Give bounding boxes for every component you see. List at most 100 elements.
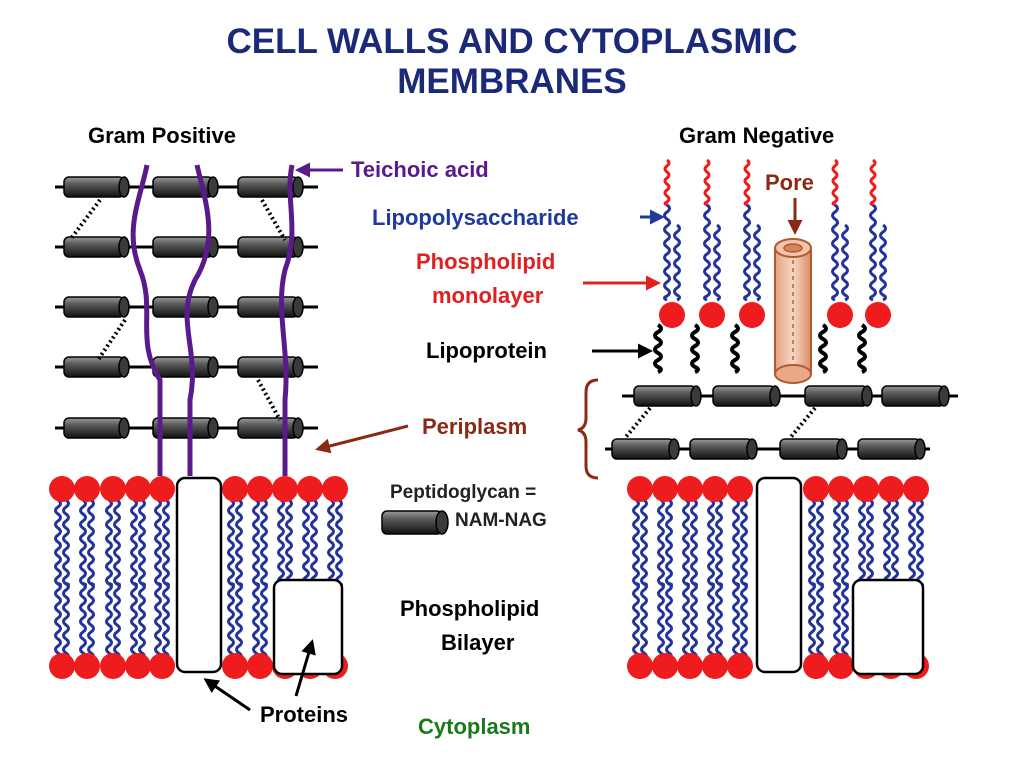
peptidoglycan-unit-end [207, 417, 219, 439]
peptidoglycan-unit-end [292, 236, 304, 258]
peptide-crosslink [788, 406, 817, 440]
peptidoglycan-unit-end [938, 385, 950, 407]
lipid-tail [227, 581, 235, 664]
peptidoglycan-legend-unit [381, 510, 449, 535]
gram-negative-peptidoglycan [605, 385, 958, 460]
phospholipid-head [297, 476, 323, 502]
lps-chain [673, 223, 681, 302]
lipid-tail [657, 498, 665, 587]
peptidoglycan-unit [712, 385, 776, 407]
gram-negative-heads [627, 476, 929, 679]
peptidoglycan-unit-end [292, 176, 304, 198]
lps-chain [663, 203, 671, 302]
lipid-tail [833, 498, 841, 587]
lipid-tail [640, 498, 648, 587]
lps-chain [753, 223, 761, 302]
lps-chain [879, 223, 887, 302]
lipid-tail [138, 581, 146, 664]
lipid-tail [715, 581, 723, 664]
lipid-tail [816, 498, 824, 587]
phospholipid-head [652, 653, 678, 679]
peptidoglycan-unit-end [769, 385, 781, 407]
lipoprotein-strand [818, 323, 828, 374]
cytoplasm-label: Cytoplasm [418, 714, 531, 739]
phospholipid-head [702, 653, 728, 679]
lipid-tail [715, 498, 723, 587]
lipoprotein-strand [857, 323, 867, 374]
peptidoglycan-unit-end [668, 438, 680, 460]
lps-chain [743, 203, 751, 302]
lipid-tail [740, 581, 748, 664]
lipid-tail [891, 498, 899, 587]
phospholipid-head [828, 476, 854, 502]
arrows [203, 162, 803, 712]
peptidoglycan-unit [237, 296, 299, 318]
peptidoglycan-unit-end [207, 296, 219, 318]
lipid-tail [235, 498, 243, 587]
gram-negative-heading: Gram Negative [679, 123, 835, 148]
lipid-tail [866, 498, 874, 587]
peptidoglycan-unit-end [118, 417, 130, 439]
peptidoglycan-label-1: Peptidoglycan = [390, 482, 537, 503]
peptidoglycan-label-2: NAM-NAG [455, 510, 547, 531]
lps-chain [841, 223, 849, 302]
phospholipid-head [702, 476, 728, 502]
lipid-tail [105, 498, 113, 587]
lipid-tail [707, 498, 715, 587]
peptidoglycan-unit-end [292, 356, 304, 378]
peptidoglycan-unit [689, 438, 753, 460]
lipid-tail [54, 581, 62, 664]
peptidoglycan-unit [63, 296, 125, 318]
peptide-crosslink [68, 198, 102, 242]
lipid-tail [79, 581, 87, 664]
phospholipid-head [125, 653, 151, 679]
lipid-tail [833, 581, 841, 664]
lps-o-antigen [831, 158, 839, 207]
lps-o-antigen [743, 158, 751, 207]
lipid-tail [883, 498, 891, 587]
lipid-tail [130, 498, 138, 587]
gram-positive-heads [49, 476, 348, 679]
phospholipid-head [727, 476, 753, 502]
peptidoglycan-unit-end [690, 385, 702, 407]
peptidoglycan-unit-end [118, 296, 130, 318]
lps-chain [703, 203, 711, 302]
phospholipid-head [727, 653, 753, 679]
periplasm-brace [577, 378, 599, 480]
phospholipid-head [247, 476, 273, 502]
lipid-tail [162, 498, 170, 587]
membrane-protein [755, 476, 803, 674]
peptidoglycan-unit [857, 438, 921, 460]
phospholipid-monolayer-label-2: monolayer [432, 283, 544, 308]
lipid-tail [808, 581, 816, 664]
lipid-tail [657, 581, 665, 664]
monolayer-head [659, 302, 685, 328]
phospholipid-head [272, 476, 298, 502]
phospholipid-head [100, 653, 126, 679]
lipoprotein-strand [730, 323, 740, 374]
peptidoglycan-unit [633, 385, 697, 407]
phospholipid-head [322, 476, 348, 502]
phospholipid-head [903, 476, 929, 502]
phospholipid-head [803, 653, 829, 679]
phospholipid-head [247, 653, 273, 679]
lipid-tail [87, 581, 95, 664]
teichoic-acid-strand [184, 164, 212, 476]
lipid-tail [908, 498, 916, 587]
peptidoglycan-unit-end [118, 236, 130, 258]
pore-label: Pore [765, 170, 814, 195]
peptidoglycan-unit [63, 417, 125, 439]
lps-o-antigen [703, 158, 711, 207]
lipid-tail [227, 498, 235, 587]
lipid-tail [252, 581, 260, 664]
phospholipid-head [828, 653, 854, 679]
peptidoglycan-unit [611, 438, 675, 460]
lipid-tail [690, 581, 698, 664]
lipid-tail [162, 581, 170, 664]
lipid-tail [682, 581, 690, 664]
peptidoglycan-unit-end [292, 417, 304, 439]
lipid-tail [310, 498, 318, 587]
title-line-1: CELL WALLS AND CYTOPLASMIC [226, 22, 798, 61]
lipid-tail [335, 498, 343, 587]
